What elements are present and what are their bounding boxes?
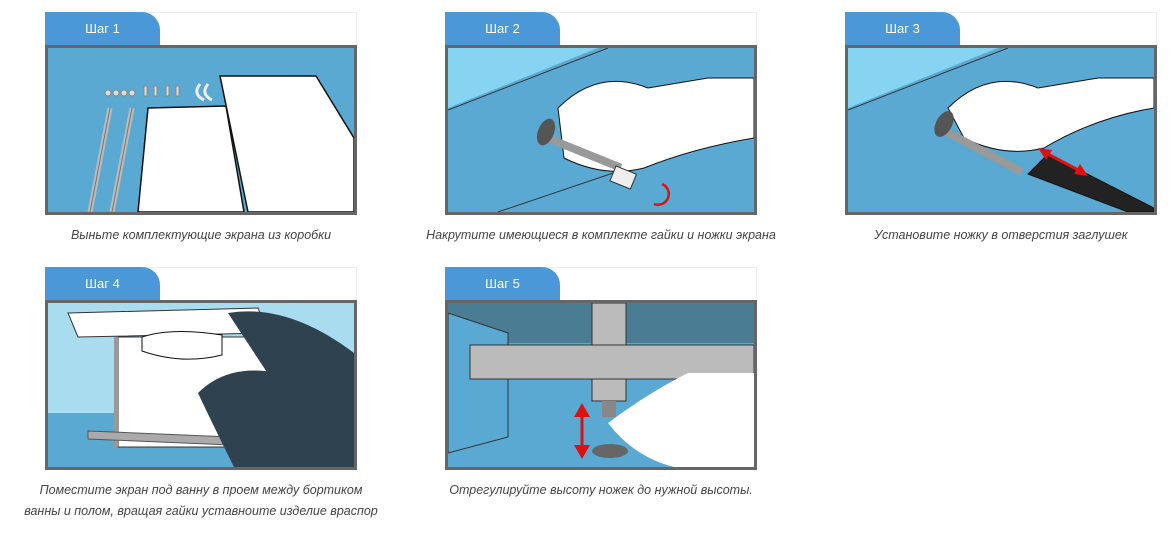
step-tab: Шаг 5 xyxy=(445,267,560,301)
caption-line: Поместите экран под ванну в проем между … xyxy=(39,483,363,497)
leg-insert-illustration xyxy=(848,48,1154,212)
step-tab: Шаг 2 xyxy=(445,12,560,46)
caption-line: Выньте комплектующие экрана из коробки xyxy=(70,228,332,242)
nut-screw-illustration xyxy=(448,48,754,212)
step-caption: Отрегулируйте высоту ножек до нужной выс… xyxy=(385,480,817,501)
step-caption: Накрутите имеющиеся в комплекте гайки и … xyxy=(385,225,817,246)
step-tab: Шаг 4 xyxy=(45,267,160,301)
step-caption: Выньте комплектующие экрана из коробки xyxy=(0,225,417,246)
tab-border xyxy=(445,267,757,301)
caption-line: ванны и полом, вращая гайки уставноите и… xyxy=(24,504,378,518)
caption-line: Накрутите имеющиеся в комплекте гайки и … xyxy=(426,228,776,242)
screen-install-illustration xyxy=(48,303,354,467)
tab-border xyxy=(845,12,1157,46)
step-illustration xyxy=(45,300,357,470)
step-illustration xyxy=(445,45,757,215)
step-caption: Поместите экран под ванну в проем между … xyxy=(0,480,417,522)
step-illustration xyxy=(45,45,357,215)
tab-border xyxy=(45,267,357,301)
caption-line: Установите ножку в отверстия заглушек xyxy=(874,228,1128,242)
tab-border xyxy=(445,12,757,46)
components-illustration xyxy=(87,75,354,212)
step-tab: Шаг 3 xyxy=(845,12,960,46)
tab-border xyxy=(45,12,357,46)
step-illustration xyxy=(845,45,1157,215)
caption-line: Отрегулируйте высоту ножек до нужной выс… xyxy=(449,483,753,497)
step-caption: Установите ножку в отверстия заглушек xyxy=(785,225,1173,246)
step-illustration xyxy=(445,300,757,470)
height-adjust-illustration xyxy=(448,303,754,467)
step-tab: Шаг 1 xyxy=(45,12,160,46)
